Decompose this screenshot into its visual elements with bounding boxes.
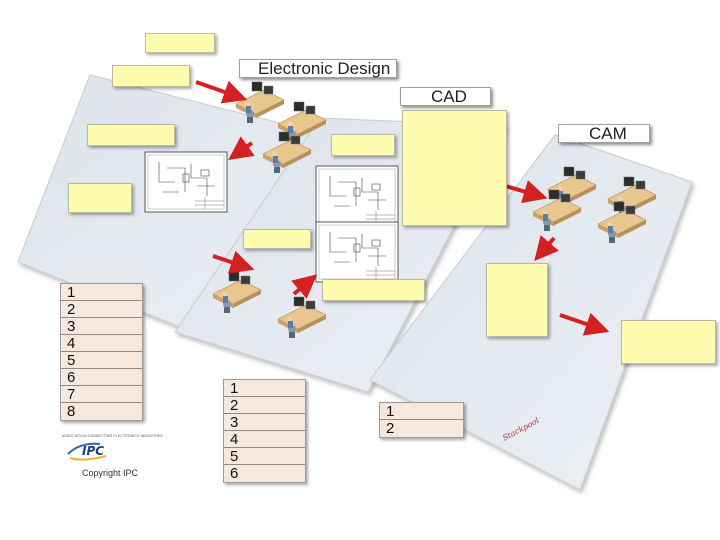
list-item: 1 <box>61 284 142 301</box>
label-cad: CAD <box>400 87 491 106</box>
label-cam: CAM <box>558 124 650 143</box>
yellow-box-cad-bottom <box>322 279 425 301</box>
arrow-3 <box>212 250 255 274</box>
list-item: 4 <box>61 335 142 352</box>
list-item: 5 <box>224 448 305 465</box>
arrow-1 <box>195 80 248 104</box>
yellow-box-cad-top <box>331 134 395 156</box>
yellow-box-design-2 <box>87 124 175 146</box>
list-item: 2 <box>224 397 305 414</box>
list-item: 4 <box>224 431 305 448</box>
yellow-box-top <box>145 33 215 53</box>
yellow-box-cad-mid <box>243 229 311 249</box>
list-item: 2 <box>386 420 395 437</box>
yellow-box-design-1 <box>112 65 190 87</box>
copyright-text: Copyright IPC <box>82 468 139 478</box>
numbered-list-cad: 1 2 3 4 5 6 <box>223 379 306 483</box>
list-item: 2 <box>61 301 142 318</box>
list-item: 7 <box>61 386 142 403</box>
arrow-4 <box>291 274 318 299</box>
list-item: 8 <box>67 403 76 420</box>
numbered-list-design: 1 2 3 4 5 6 7 8 <box>60 283 143 421</box>
list-item: 1 <box>380 403 463 420</box>
list-item: 6 <box>230 465 239 482</box>
label-electronic-design: Electronic Design <box>239 59 397 78</box>
yellow-box-cad-large <box>402 110 507 226</box>
schematic-drawing-1 <box>144 151 228 213</box>
schematic-drawing-2 <box>315 165 399 227</box>
yellow-box-design-3 <box>68 183 132 213</box>
yellow-box-cam-output <box>621 320 716 364</box>
arrow-7 <box>559 312 610 336</box>
arrow-6 <box>534 235 559 262</box>
list-item: 3 <box>61 318 142 335</box>
ipc-logo-mark: IPC <box>67 442 107 461</box>
logo-mark-text: IPC <box>82 444 104 458</box>
numbered-list-cam: 1 2 <box>379 402 464 438</box>
ipc-logo: ASSOCIATION CONNECTING ELECTRONICS INDUS… <box>62 434 172 484</box>
arrow-2 <box>228 136 255 160</box>
logo-tagline: ASSOCIATION CONNECTING ELECTRONICS INDUS… <box>62 434 163 438</box>
list-item: 6 <box>61 369 142 386</box>
list-item: 3 <box>224 414 305 431</box>
schematic-drawing-3 <box>315 221 399 283</box>
arrow-5 <box>501 180 548 204</box>
list-item: 5 <box>61 352 142 369</box>
yellow-box-cam-mid <box>486 263 548 337</box>
list-item: 1 <box>224 380 305 397</box>
